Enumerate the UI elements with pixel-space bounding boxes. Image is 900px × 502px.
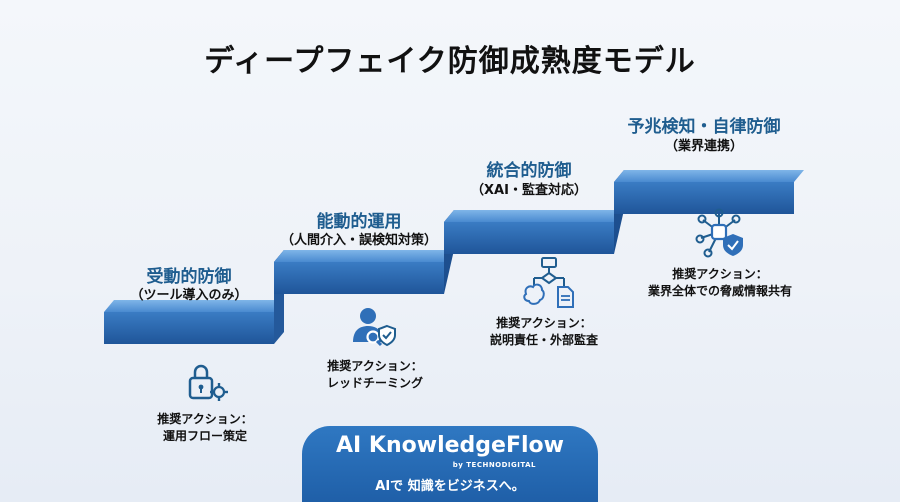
lock-gear-icon xyxy=(188,364,228,401)
network-shield-icon xyxy=(695,208,743,258)
stage-2-action: 推奨アクション： レッドチーミング xyxy=(305,358,445,392)
brand-ai: AI xyxy=(336,433,362,458)
stage-1-title: 受動的防御 xyxy=(146,267,232,287)
stage-1-subtitle: （ツール導入のみ） xyxy=(130,288,248,303)
brand-name: KnowledgeFlow xyxy=(368,433,564,458)
stair-step-2 xyxy=(274,250,454,344)
stage-4-action-text: 業界全体での脅威情報共有 xyxy=(647,284,792,298)
brain-flow-document-icon xyxy=(523,257,574,308)
stage-3-title: 統合的防御 xyxy=(486,161,572,181)
stage-3-subtitle: （XAI・監査対応） xyxy=(471,183,587,198)
brand-tagline: AIで 知識をビジネスへ。 xyxy=(375,479,525,494)
brand-footer: AI KnowledgeFlow by TECHNODIGITAL AIで 知識… xyxy=(302,426,598,502)
stage-2-action-text: レッドチーミング xyxy=(326,376,423,390)
page-title: ディープフェイク防御成熟度モデル xyxy=(204,44,696,79)
stage-2-subtitle: （人間介入・誤検知対策） xyxy=(280,233,437,248)
stair-step-3 xyxy=(444,210,624,254)
stage-2-title: 能動的運用 xyxy=(316,212,402,232)
stair-step-4 xyxy=(614,170,804,214)
stair-step-1 xyxy=(104,300,284,344)
stage-2-action-label: 推奨アクション： xyxy=(327,359,423,373)
brand-logo: AI KnowledgeFlow xyxy=(302,433,598,458)
stage-4-action-label: 推奨アクション： xyxy=(672,267,768,281)
stage-4-subtitle: （業界連携） xyxy=(664,139,743,154)
stage-1-action: 推奨アクション： 運用フロー策定 xyxy=(140,411,270,445)
stage-4-action: 推奨アクション： 業界全体での脅威情報共有 xyxy=(630,266,810,300)
stage-3-action-label: 推奨アクション： xyxy=(496,316,592,330)
person-shield-icon xyxy=(353,308,396,347)
stage-1-action-label: 推奨アクション： xyxy=(157,412,253,426)
stage-3-action-text: 説明責任・外部監査 xyxy=(489,333,598,347)
stage-1-action-text: 運用フロー策定 xyxy=(162,429,247,443)
stage-3-action: 推奨アクション： 説明責任・外部監査 xyxy=(474,315,614,349)
stage-4-title: 予兆検知・自律防御 xyxy=(627,117,781,137)
brand-byline: by TECHNODIGITAL xyxy=(452,461,536,469)
